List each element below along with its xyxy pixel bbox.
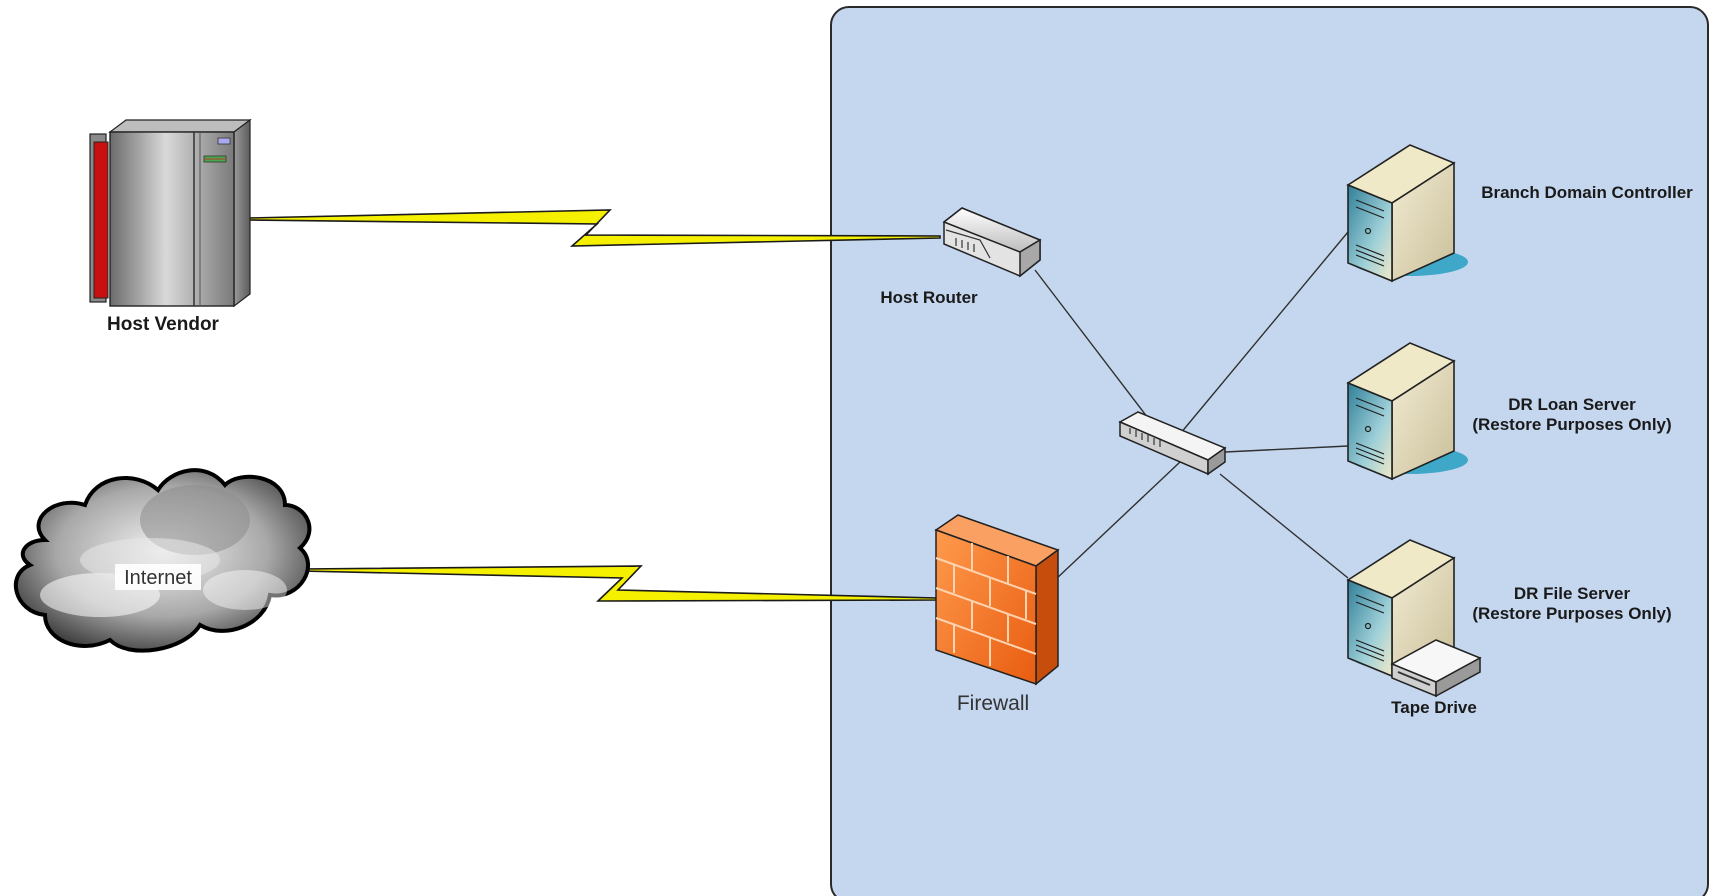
branch-site-boundary [830, 6, 1709, 896]
branch-domain-controller-icon [1346, 144, 1468, 283]
link-switch-file [1219, 473, 1349, 579]
tape-drive-icon [1390, 639, 1482, 698]
dr-loan-server-label-line2: (Restore Purposes Only) [1472, 415, 1671, 434]
dr-file-server-label-line2: (Restore Purposes Only) [1472, 604, 1671, 623]
host-vendor-label: Host Vendor [107, 314, 220, 335]
firewall-label: Firewall [957, 692, 1029, 715]
firewall-icon [934, 514, 1060, 686]
link-switch-loan [1224, 445, 1349, 453]
wan-link-host-vendor [247, 209, 941, 247]
link-switch-firewall [1054, 461, 1181, 581]
dr-file-server-label-line1: DR File Server [1514, 584, 1631, 603]
link-switch-dc [1179, 231, 1349, 435]
host-router-icon [942, 207, 1042, 278]
internet-label: Internet [124, 567, 192, 589]
host-router-label: Host Router [880, 288, 978, 307]
host-vendor-mainframe-icon [89, 118, 252, 308]
dr-loan-server-icon [1346, 342, 1468, 481]
branch-domain-controller-label: Branch Domain Controller [1481, 183, 1693, 202]
network-switch-icon [1118, 411, 1227, 476]
dr-loan-server-label-line1: DR Loan Server [1508, 395, 1636, 414]
internet-label-bg [115, 564, 201, 590]
tape-drive-label: Tape Drive [1391, 698, 1477, 717]
internet-cloud-icon [13, 468, 312, 653]
